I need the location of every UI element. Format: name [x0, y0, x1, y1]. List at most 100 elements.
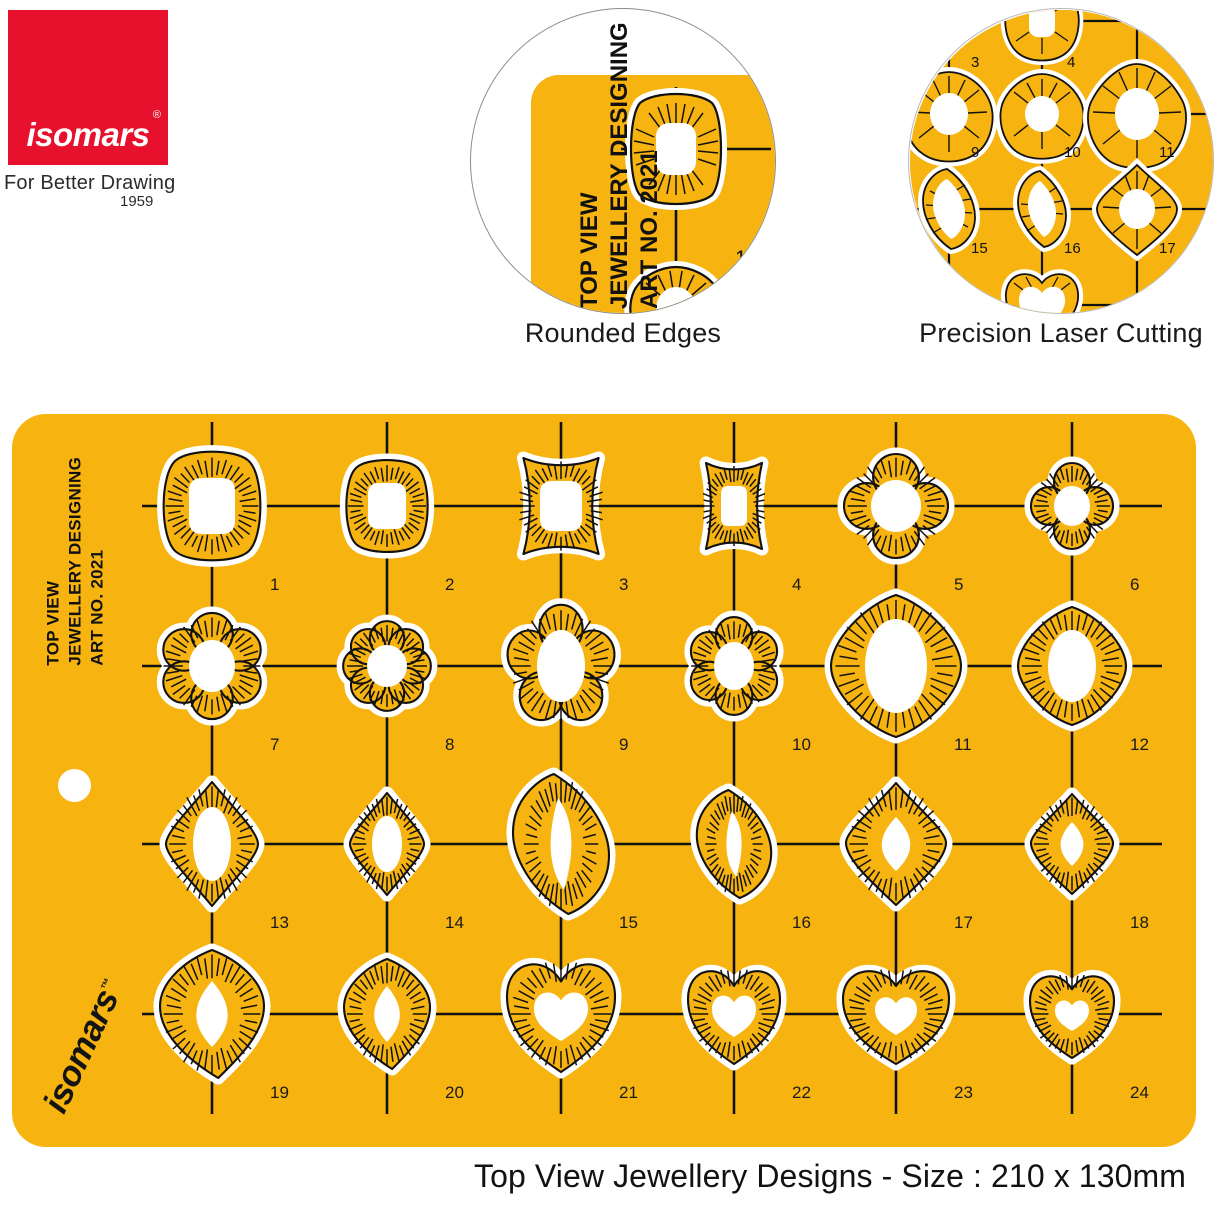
shape-hatching: [1033, 466, 1111, 546]
brand-tagline: For Better Drawing: [4, 172, 176, 194]
shape-number-5: 5: [954, 575, 963, 594]
shape-cutout: [721, 486, 747, 526]
brand-year: 1959: [120, 193, 154, 210]
shape-cutout: [189, 478, 235, 534]
plate-title-block: TOP VIEW JEWELLERY DESIGNING ART NO. 202…: [42, 436, 107, 666]
shape-outline: [689, 616, 779, 716]
stencil-shape-13: [159, 775, 265, 913]
shape-number-11: 11: [954, 735, 972, 754]
callout-rounded-edges: TOP VIEW JEWELLERY DESIGNING ART NO. 202…: [470, 8, 776, 360]
shape-cutout: [871, 480, 921, 532]
shape-hatching: [691, 621, 777, 711]
shape-hatching: [165, 457, 259, 555]
stencil-shape-12: [1011, 600, 1133, 732]
stencil-shape-17: [839, 776, 953, 912]
shape-number-3: 3: [619, 575, 628, 594]
shape-number-24: 24: [1130, 1083, 1149, 1102]
shape-cutout: [537, 630, 585, 702]
stencil-shape-24: [1023, 969, 1121, 1065]
shape-hatching: [510, 960, 612, 1068]
shape-cutout: [1054, 486, 1090, 526]
shape-hatching: [352, 796, 422, 892]
shape-cutout: [368, 483, 406, 529]
plate-title-line-3: ART NO. 2021: [86, 549, 106, 666]
shape-outline: [162, 611, 262, 721]
shape-hatching: [701, 466, 767, 546]
stencil-shape-19: [153, 943, 271, 1085]
shape-number-4: 4: [792, 575, 801, 594]
shape-number-16: 16: [792, 913, 811, 932]
brand-logo-square: isomars ®: [8, 10, 168, 165]
shape-cutout: [881, 817, 911, 871]
shape-hatching: [705, 793, 763, 895]
shape-hatching: [1032, 973, 1112, 1055]
zoom-shape-number-9: 9: [971, 144, 979, 161]
shape-number-7: 7: [270, 735, 279, 754]
shape-cutout: [1048, 630, 1096, 702]
shape-cutout: [196, 981, 228, 1047]
shape-cutout: [875, 997, 917, 1035]
shape-hatching: [849, 787, 943, 901]
shape-cutout: [1060, 822, 1084, 866]
shape-number-14: 14: [445, 913, 464, 932]
stencil-shape-16: [690, 783, 778, 905]
grid-crosshair-lines: [142, 422, 1162, 1114]
zoom-shape-number-15: 15: [971, 240, 988, 257]
stencil-shape-18: [1024, 787, 1120, 901]
shape-number-1: 1: [270, 575, 279, 594]
shape-number-21: 21: [619, 1083, 638, 1102]
shape-cutout: [372, 816, 402, 872]
shape-cutout: [712, 995, 756, 1037]
zoom-shape-number-1: 1: [735, 247, 747, 270]
shape-number-13: 13: [270, 913, 289, 932]
shape-cutout: [534, 992, 588, 1041]
callout-label-rounded-edges: Rounded Edges: [524, 318, 722, 348]
shape-number-15: 15: [619, 913, 638, 932]
shape-hatching: [691, 967, 777, 1061]
stencil-shape-14: [343, 786, 431, 902]
shape-hatching: [347, 465, 427, 547]
zoom-shape-number-10: 10: [1064, 144, 1081, 161]
shape-cutout: [865, 619, 927, 713]
shape-hatching: [523, 778, 599, 910]
stencil-shape-15: [506, 767, 616, 921]
stencil-shape-2: [339, 453, 435, 559]
laser-cutting-detail-art: 3 4: [910, 10, 1213, 313]
shape-number-8: 8: [445, 735, 454, 754]
stencil-shape-11: [824, 588, 968, 744]
hole-punch: [58, 769, 91, 802]
stencil-shape-20: [337, 952, 437, 1076]
callout-label-laser-cutting: Precision Laser Cutting: [919, 318, 1203, 348]
shape-number-10: 10: [792, 735, 811, 754]
shape-cutout: [550, 798, 572, 890]
magnifier-circle-rounded-edges: TOP VIEW JEWELLERY DESIGNING ART NO. 202…: [470, 8, 776, 314]
stencil-shape-7: [156, 606, 268, 726]
shape-cutout: [726, 811, 742, 877]
plate-title-line-2: JEWELLERY DESIGNING: [65, 456, 85, 666]
shape-hatching: [169, 786, 255, 902]
stencil-shape-3: [516, 451, 606, 561]
stencil-shape-23: [836, 964, 956, 1071]
brand-wordmark: isomars: [26, 116, 150, 153]
stencil-shape-5: [837, 447, 955, 565]
plate-title-line-1: TOP VIEW: [43, 580, 63, 666]
rounded-edges-detail-art: TOP VIEW JEWELLERY DESIGNING ART NO. 202…: [531, 22, 775, 313]
shape-cutout: [189, 640, 235, 692]
shape-cutout: [714, 642, 754, 690]
zoom-shape-number-17: 17: [1159, 240, 1176, 257]
shape-cutout: [374, 986, 400, 1042]
registered-trademark-icon: ®: [152, 109, 161, 121]
shape-number-9: 9: [619, 735, 628, 754]
shape-number-19: 19: [270, 1083, 289, 1102]
shape-number-12: 12: [1130, 735, 1149, 754]
zoom-shape-number-3: 3: [971, 54, 979, 71]
shape-hatching: [163, 954, 261, 1074]
shape-number-18: 18: [1130, 913, 1149, 932]
product-caption: Top View Jewellery Designs - Size : 210 …: [474, 1158, 1186, 1194]
shape-outline: [506, 603, 616, 722]
stencil-shape-10: [684, 610, 784, 722]
stencil-shape-9: [501, 598, 621, 727]
shape-cutout: [1055, 1000, 1089, 1031]
